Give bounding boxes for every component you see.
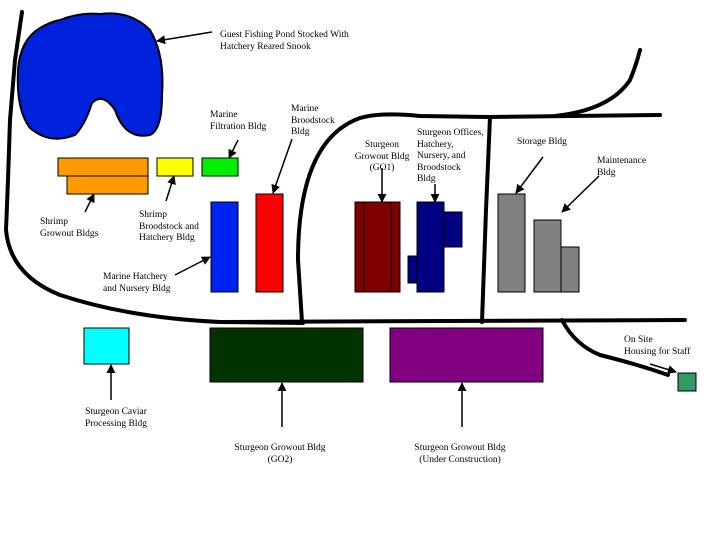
marine-broodstock-bldg <box>255 193 284 293</box>
road-northeast <box>553 48 642 118</box>
label-sturgeon-go2: Sturgeon Growout Bldg (GO2) <box>234 443 326 465</box>
shrimp-growout-bldg-1 <box>57 157 149 177</box>
label-sturgeon-go1: Sturgeon Growout Bldg (GO1) <box>354 140 410 173</box>
sturgeon-offices-wing-east <box>443 211 463 248</box>
sturgeon-growout-go2-bldg <box>209 327 364 383</box>
arrow-staff-housing <box>649 363 677 374</box>
sturgeon-offices-bldg <box>416 201 445 293</box>
label-sturgeon-under-construction: Sturgeon Growout Bldg (Under Constructio… <box>414 443 506 465</box>
arrow-shrimp-broodstock <box>165 175 176 202</box>
marine-filtration-bldg <box>201 157 239 177</box>
label-storage: Storage Bldg <box>517 137 567 147</box>
arrow-shrimp-growout <box>84 193 95 213</box>
maintenance-annex <box>560 246 580 293</box>
arrow-pond <box>156 31 213 45</box>
label-sturgeon-offices: Sturgeon Offices, Hatchery, Nursery, and… <box>417 128 484 184</box>
staff-housing-bldg <box>677 372 697 392</box>
road-to-housing <box>560 318 670 377</box>
caviar-processing-bldg <box>83 327 130 365</box>
label-shrimp-growout: Shrimp Growout Bldgs <box>40 217 99 239</box>
label-maintenance: Maintenance Bldg <box>597 156 647 178</box>
label-caviar-processing: Sturgeon Caviar Processing Bldg <box>84 407 147 429</box>
label-marine-broodstock: Marine Broodstock Bldg <box>291 104 335 137</box>
arrow-maintenance <box>561 175 600 213</box>
fishing-pond <box>16 12 164 140</box>
label-shrimp-broodstock: Shrimp Broodstock and Hatchery Bldg <box>139 210 199 243</box>
road-main <box>218 318 687 324</box>
label-marine-filtration: Marine Filtration Bldg <box>210 110 267 132</box>
label-staff-housing: On Site Housing for Staff <box>624 335 691 357</box>
road-loop <box>296 112 662 324</box>
road-divider <box>480 115 492 324</box>
label-marine-hatchery: Marine Hatchery and Nursery Bldg <box>103 272 171 294</box>
arrow-marine-broodstock <box>271 138 293 194</box>
sturgeon-growout-go1-bldg <box>354 201 401 293</box>
marine-hatchery-bldg <box>210 201 239 293</box>
arrow-marine-hatchery <box>174 256 211 276</box>
sturgeon-growout-uc-bldg <box>389 327 544 383</box>
shrimp-growout-bldg-2 <box>66 175 149 195</box>
storage-bldg <box>497 193 526 293</box>
maintenance-bldg <box>533 219 562 293</box>
arrow-storage <box>515 156 544 194</box>
road-west <box>4 10 305 325</box>
label-fishing-pond: Guest Fishing Pond Stocked With Hatchery… <box>220 30 349 52</box>
arrow-marine-filtration <box>228 139 239 159</box>
shrimp-broodstock-bldg <box>156 157 194 177</box>
